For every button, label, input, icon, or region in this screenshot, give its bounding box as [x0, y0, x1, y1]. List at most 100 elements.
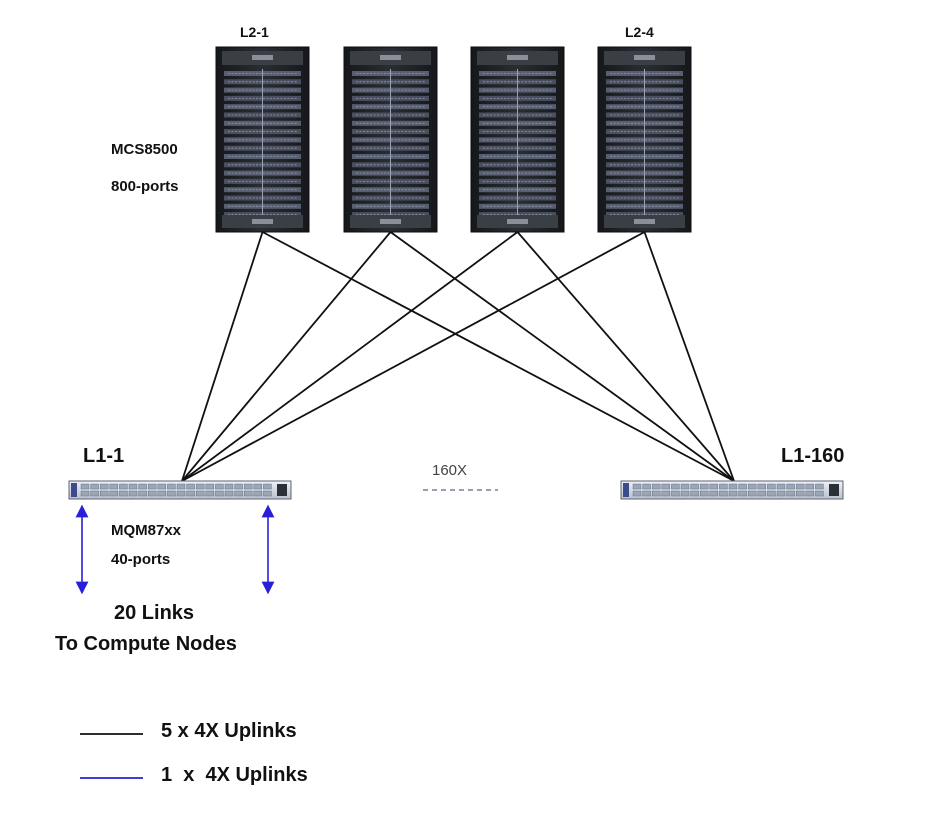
uplink-spine-3-to-leaf-first — [181, 231, 519, 482]
leaf-port-top — [719, 483, 728, 490]
leaf-handle-left — [71, 483, 77, 497]
chassis-top-vent — [380, 55, 401, 60]
uplink-spine-4-to-leaf-last — [643, 231, 735, 482]
leaf-handle-left — [623, 483, 629, 497]
leaf-port-top — [147, 483, 157, 490]
spine-switches — [215, 46, 692, 233]
leaf-switch-first — [68, 480, 292, 500]
chassis-top-vent — [634, 55, 655, 60]
leaf-port-bottom — [234, 490, 243, 497]
leaf-port-bottom — [167, 490, 176, 497]
spine-chassis-4 — [597, 46, 692, 233]
leaf-port-bottom — [671, 490, 680, 497]
leaf-port-top — [186, 483, 195, 490]
leaf-port-top — [167, 483, 176, 490]
leaf-port-bottom — [119, 490, 128, 497]
leaf-port-top — [243, 483, 253, 490]
leaf-port-bottom — [195, 490, 205, 497]
leaf-port-bottom — [738, 490, 747, 497]
leaf-port-bottom — [642, 490, 651, 497]
leaf-port-bottom — [786, 490, 795, 497]
leaf-switches — [68, 480, 844, 500]
leaf-port-top — [709, 483, 718, 490]
leaf-port-bottom — [215, 490, 224, 497]
leaf-port-bottom — [80, 490, 90, 497]
leaf-mgmt-port — [277, 484, 287, 496]
leaf-port-bottom — [767, 490, 776, 497]
leaf-port-bottom — [796, 490, 805, 497]
leaf-port-bottom — [205, 490, 215, 497]
leaf-port-top — [680, 483, 690, 490]
leaf-port-top — [176, 483, 186, 490]
uplink-spine-4-to-leaf-first — [181, 231, 645, 482]
leaf-port-bottom — [176, 490, 186, 497]
leaf-port-top — [90, 483, 99, 490]
spine-label-first: L2-1 — [240, 24, 269, 40]
uplink-spine-3-to-leaf-last — [516, 231, 735, 482]
chassis-bottom-vent — [252, 219, 273, 224]
leaf-port-top — [757, 483, 766, 490]
leaf-port-bottom — [815, 490, 824, 497]
leaf-port-top — [642, 483, 651, 490]
leaf-port-bottom — [632, 490, 642, 497]
leaf-port-top — [776, 483, 786, 490]
leaf-port-top — [263, 483, 272, 490]
leaf-port-top — [195, 483, 205, 490]
leaf-label-first: L1-1 — [83, 445, 125, 467]
compute-links-title: 20 Links — [114, 602, 195, 624]
leaf-port-bottom — [680, 490, 690, 497]
chassis-bottom-vent — [380, 219, 401, 224]
leaf-port-top — [632, 483, 642, 490]
leaf-port-top — [109, 483, 119, 490]
uplink-lines — [181, 231, 735, 482]
leaf-port-bottom — [157, 490, 167, 497]
leaf-port-top — [728, 483, 738, 490]
leaf-port-top — [767, 483, 776, 490]
leaf-port-top — [119, 483, 128, 490]
leaf-port-bottom — [776, 490, 786, 497]
leaf-port-bottom — [138, 490, 147, 497]
leaf-port-top — [215, 483, 224, 490]
chassis-top-vent — [507, 55, 528, 60]
legend-label-black: 5 x 4X Uplinks — [161, 720, 297, 742]
chassis-top-vent — [252, 55, 273, 60]
leaf-port-bottom — [661, 490, 670, 497]
leaf-chassis — [620, 480, 844, 500]
leaf-port-bottom — [263, 490, 272, 497]
leaf-port-top — [700, 483, 709, 490]
chassis-bottom-vent — [634, 219, 655, 224]
leaf-port-top — [234, 483, 243, 490]
leaf-port-top — [652, 483, 661, 490]
leaf-port-bottom — [109, 490, 119, 497]
legend-label-blue: 1 x 4X Uplinks — [161, 764, 308, 786]
leaf-port-bottom — [128, 490, 138, 497]
uplink-spine-1-to-leaf-last — [262, 231, 735, 482]
leaf-port-bottom — [748, 490, 757, 497]
spine-chassis-2 — [343, 46, 438, 233]
leaf-port-bottom — [709, 490, 718, 497]
spine-ports-label: 800-ports — [111, 178, 179, 195]
leaf-port-top — [80, 483, 90, 490]
leaf-port-top — [786, 483, 795, 490]
leaf-port-bottom — [700, 490, 709, 497]
uplink-spine-2-to-leaf-last — [389, 231, 735, 482]
leaf-multiplier-label: 160X — [432, 462, 468, 479]
leaf-port-bottom — [719, 490, 728, 497]
spine-chassis-3 — [470, 46, 565, 233]
leaf-model-label: MQM87xx — [111, 522, 182, 539]
leaf-port-bottom — [805, 490, 814, 497]
leaf-port-top — [138, 483, 147, 490]
leaf-port-top — [805, 483, 814, 490]
spine-model-label: MCS8500 — [111, 141, 178, 158]
leaf-port-bottom — [652, 490, 661, 497]
leaf-port-top — [128, 483, 138, 490]
spine-chassis-1 — [215, 46, 310, 233]
leaf-port-bottom — [90, 490, 99, 497]
leaf-port-bottom — [757, 490, 766, 497]
leaf-port-bottom — [253, 490, 263, 497]
leaf-port-top — [253, 483, 263, 490]
leaf-label-last: L1-160 — [781, 445, 845, 467]
leaf-port-bottom — [690, 490, 699, 497]
leaf-port-top — [815, 483, 824, 490]
